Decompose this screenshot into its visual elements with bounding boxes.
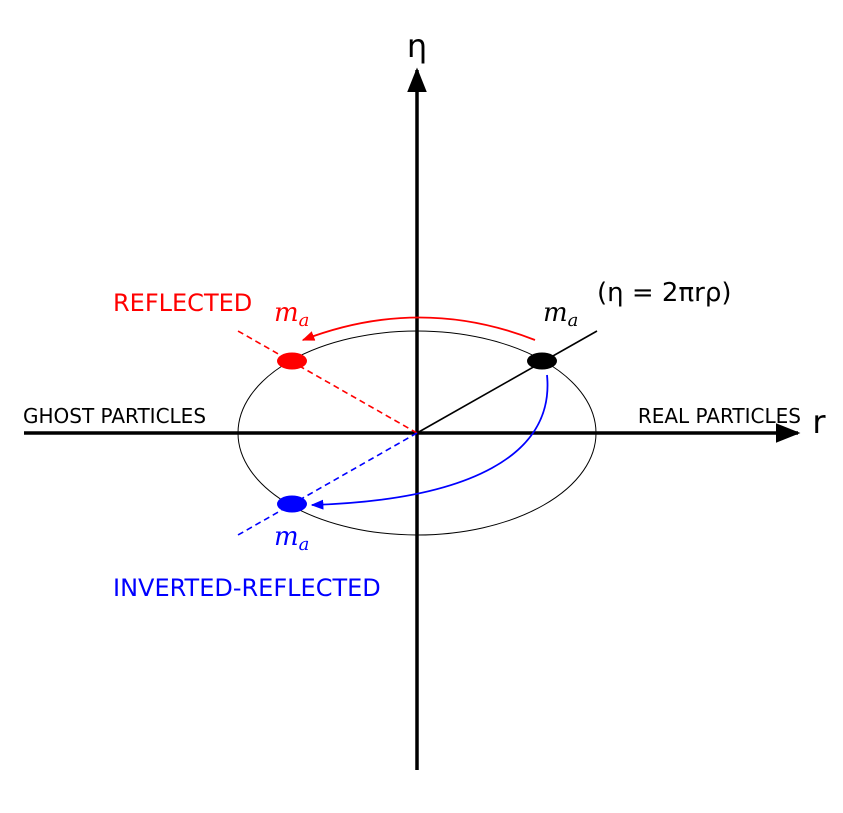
real-particle-dot [527, 352, 557, 370]
reflected-mass-symbol: m [274, 298, 299, 328]
inverted-reflected-particle-dot [277, 495, 307, 513]
real-mass-subscript: a [568, 310, 579, 331]
reflected-mass-subscript: a [299, 310, 310, 331]
r-axis-label: r [812, 403, 826, 441]
equation-label: (η = 2πrρ) [597, 278, 731, 308]
reflection-arrow [301, 316, 536, 341]
reflected-label: REFLECTED [113, 289, 252, 317]
reflected-particle-dot [277, 352, 307, 370]
inversion-arrow [310, 374, 549, 510]
reflected-mass-label: ma [274, 298, 309, 331]
inverted-reflected-mass-symbol: m [274, 522, 299, 552]
real-mass-symbol: m [543, 298, 568, 328]
inverted-reflected-mass-subscript: a [299, 534, 310, 555]
inverted-reflected-dashed-line [237, 432, 418, 536]
ghost-particles-label: GHOST PARTICLES [23, 404, 206, 428]
eta-axis-label: η [407, 27, 427, 65]
real-radial-line [416, 330, 598, 434]
real-mass-label: ma [543, 298, 578, 331]
real-particles-label: REAL PARTICLES [638, 404, 801, 428]
reflected-dashed-line [237, 330, 418, 434]
inverted-reflected-mass-label: ma [274, 522, 309, 555]
inverted-reflected-label: INVERTED-REFLECTED [113, 574, 381, 602]
